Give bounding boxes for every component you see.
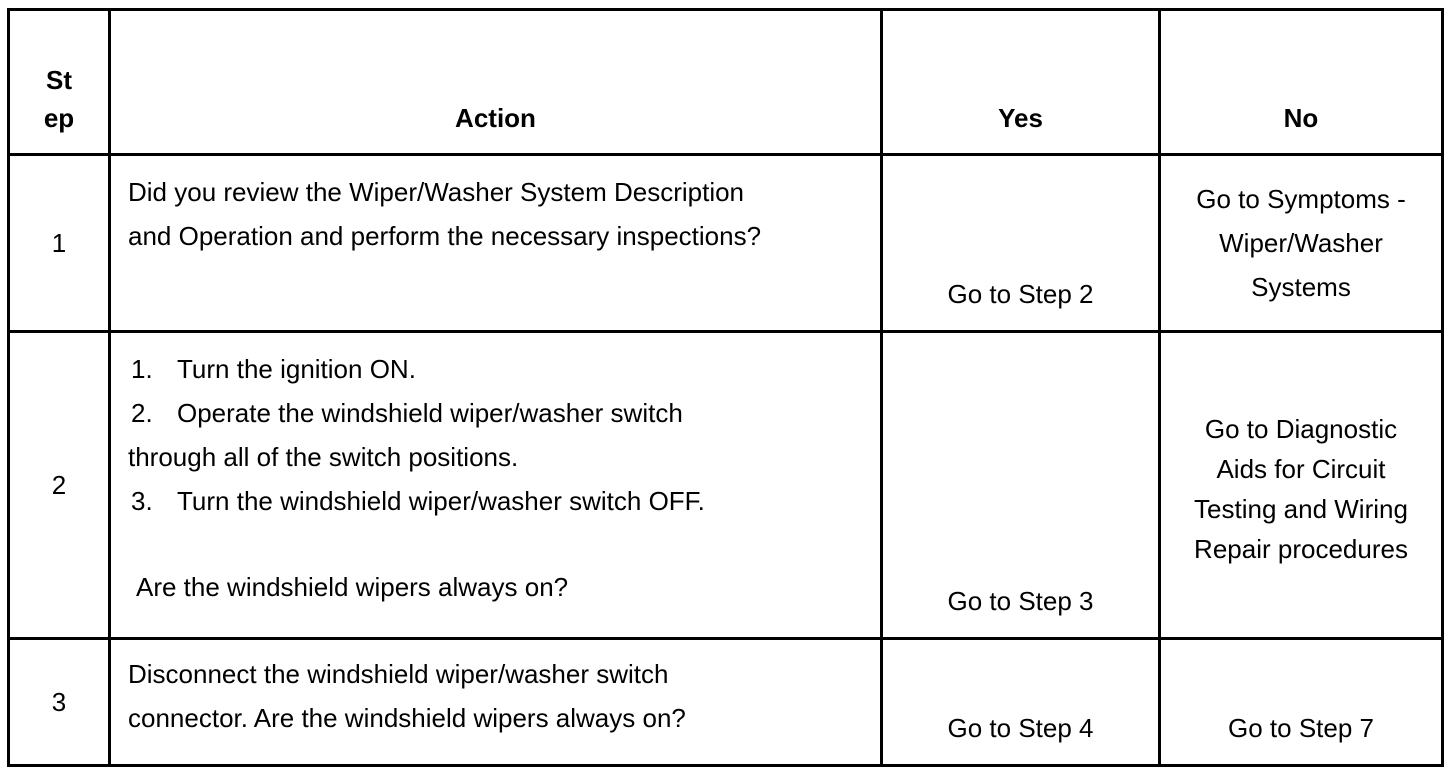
header-step: St ep <box>7 8 111 156</box>
no-text: Aids for Circuit <box>1216 454 1386 484</box>
no-text: Go to Step 7 <box>1228 713 1374 743</box>
no-cell: Go to Step 7 <box>1158 637 1444 767</box>
yes-text: Go to Step 3 <box>947 586 1094 616</box>
action-text: and Operation and perform the necessary … <box>128 221 762 251</box>
header-row: St ep Action Yes No <box>7 8 1444 156</box>
header-step-line1: St <box>46 65 72 95</box>
list-text: Turn the ignition ON. <box>177 354 416 384</box>
action-text: Did you review the Wiper/Washer System D… <box>128 177 745 207</box>
diagnostic-table: St ep Action Yes No 1 Did you review the… <box>7 8 1444 767</box>
list-item: 3. Turn the windshield wiper/washer switc… <box>128 479 872 523</box>
list-item: 2. Operate the windshield wiper/washer sw… <box>128 391 872 435</box>
list-item-continuation: through all of the switch positions. <box>128 435 872 479</box>
no-text: Repair procedures <box>1194 534 1408 564</box>
yes-text: Go to Step 2 <box>947 279 1094 309</box>
list-number: 3. <box>131 486 153 516</box>
step-number: 2 <box>7 330 111 640</box>
header-step-line2: ep <box>43 103 75 133</box>
list-text: Operate the windshield wiper/washer swit… <box>177 398 683 428</box>
step-number: 3 <box>7 637 111 767</box>
action-text: connector. Are the windshield wipers alw… <box>128 703 686 733</box>
table-row: 3 Disconnect the windshield wiper/washer… <box>7 637 1444 767</box>
header-yes: Yes <box>880 8 1161 156</box>
yes-text: Go to Step 4 <box>947 713 1094 743</box>
list-text: Turn the windshield wiper/washer switch … <box>177 486 705 516</box>
yes-cell: Go to Step 4 <box>880 637 1161 767</box>
no-text: Go to Diagnostic <box>1204 414 1398 444</box>
header-action: Action <box>108 8 883 156</box>
action-text: Disconnect the windshield wiper/washer s… <box>128 659 669 689</box>
no-cell: Go to Diagnostic Aids for Circuit Testin… <box>1158 330 1444 640</box>
list-item: 1. Turn the ignition ON. <box>128 347 872 391</box>
action-cell: 1. Turn the ignition ON. 2. Operate the wi… <box>108 330 883 640</box>
action-cell: Disconnect the windshield wiper/washer s… <box>108 637 883 767</box>
table-row: 2 1. Turn the ignition ON. 2. Operate the … <box>7 330 1444 640</box>
no-text: Go to Symptoms - <box>1196 184 1406 214</box>
no-text: Systems <box>1251 272 1351 302</box>
no-cell: Go to Symptoms - Wiper/Washer Systems <box>1158 153 1444 333</box>
yes-cell: Go to Step 2 <box>880 153 1161 333</box>
header-no: No <box>1158 8 1444 156</box>
action-cell: Did you review the Wiper/Washer System D… <box>108 153 883 333</box>
question-text: Are the windshield wipers always on? <box>136 572 569 602</box>
table-row: 1 Did you review the Wiper/Washer System… <box>7 153 1444 333</box>
list-text: through all of the switch positions. <box>128 442 519 472</box>
no-text: Testing and Wiring <box>1194 494 1408 524</box>
step-number: 1 <box>7 153 111 333</box>
no-text: Wiper/Washer <box>1219 228 1383 258</box>
yes-cell: Go to Step 3 <box>880 330 1161 640</box>
list-number: 2. <box>131 398 153 428</box>
list-number: 1. <box>131 354 153 384</box>
